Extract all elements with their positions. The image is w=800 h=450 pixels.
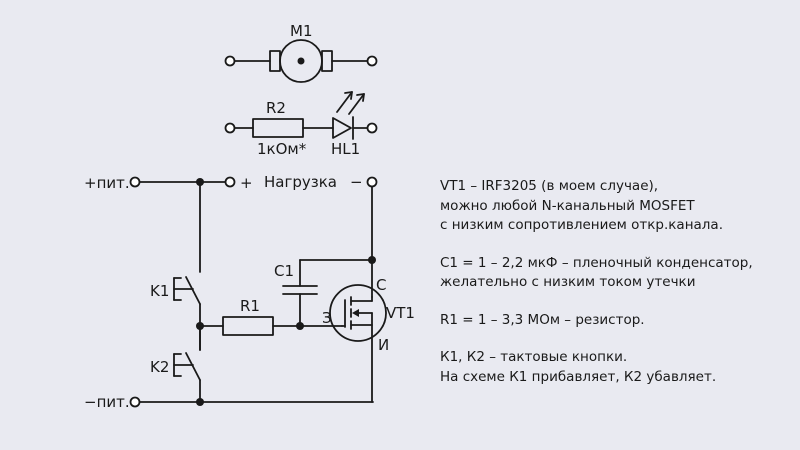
supply-minus-terminal [129, 396, 141, 408]
note-line: К1, К2 – тактовые кнопки. [440, 349, 628, 365]
note-vt1: VT1 – IRF3205 (в моем случае), можно люб… [440, 177, 790, 236]
load-plus-label: + [240, 174, 253, 192]
led-ray-1-head [344, 91, 353, 100]
led-ray-1 [336, 91, 353, 113]
indicator-branch: R2 1кОм* HL1 [224, 91, 378, 158]
led-ray-2-head [356, 93, 365, 102]
led-terminal-right [366, 122, 378, 134]
motor-shaft [297, 57, 305, 65]
r1-label: R1 [240, 297, 260, 315]
component-notes: VT1 – IRF3205 (в моем случае), можно люб… [440, 177, 790, 405]
mosfet-arrow [352, 309, 359, 317]
gate-network: R1 C1 [196, 259, 373, 336]
supply-rails: +пит. + Нагрузка − −пит. [84, 173, 378, 411]
supply-minus-label: −пит. [84, 393, 130, 411]
motor-brush-right [321, 50, 333, 72]
motor-terminal-left [224, 55, 236, 67]
motor-m1: M1 [224, 22, 378, 83]
motor-terminal-right [366, 55, 378, 67]
k2-contact [185, 352, 201, 381]
drain-pin-label: С [376, 276, 386, 294]
load-minus-terminal [366, 176, 378, 188]
resistor-r2 [252, 118, 304, 138]
k1-contact [185, 276, 201, 305]
motor-label: M1 [290, 22, 313, 40]
c1-label: C1 [274, 262, 294, 280]
note-buttons: К1, К2 – тактовые кнопки. На схеме К1 пр… [440, 348, 790, 387]
note-line: можно любой N-канальный MOSFET [440, 197, 695, 214]
note-line: желательно с низким током утечки [440, 274, 696, 290]
resistor-r1 [222, 316, 274, 336]
k2-label: K2 [150, 358, 169, 376]
load-minus-label: − [350, 173, 363, 191]
note-line: с низким сопротивлением откр.канала. [440, 217, 723, 233]
mosfet-body [329, 284, 387, 342]
motor-brush-left [269, 50, 281, 72]
supply-plus-label: +пит. [84, 174, 130, 192]
led-ray-2 [348, 93, 365, 115]
buttons-junction [196, 322, 204, 330]
r2-terminal-left [224, 122, 236, 134]
note-line: На схеме К1 прибавляет, К2 убавляет. [440, 368, 717, 385]
note-r1: R1 = 1 – 3,3 МОм – резистор. [440, 311, 790, 331]
note-c1: C1 = 1 – 2,2 мкФ – пленочный конденсатор… [440, 254, 790, 293]
load-name-label: Нагрузка [264, 173, 337, 191]
drain-junction [368, 256, 376, 264]
led-label: HL1 [331, 140, 360, 158]
mosfet-label: VT1 [386, 304, 415, 322]
note-line: VT1 – IRF3205 (в моем случае), [440, 178, 659, 194]
button-k2: K2 [150, 325, 201, 403]
r2-label: R2 [266, 99, 286, 117]
supply-plus-terminal [129, 176, 141, 188]
note-line: R1 = 1 – 3,3 МОм – резистор. [440, 311, 645, 328]
r2-value-label: 1кОм* [257, 140, 307, 158]
led-hl1-triangle [332, 117, 352, 139]
k1-label: K1 [150, 282, 169, 300]
note-line: C1 = 1 – 2,2 мкФ – пленочный конденсатор… [440, 254, 753, 271]
mosfet-vt1: С З И VT1 [322, 185, 415, 403]
button-k1: K1 [150, 181, 201, 351]
source-pin-label: И [378, 336, 389, 354]
gate-pin-label: З [322, 309, 332, 327]
load-plus-terminal [224, 176, 236, 188]
